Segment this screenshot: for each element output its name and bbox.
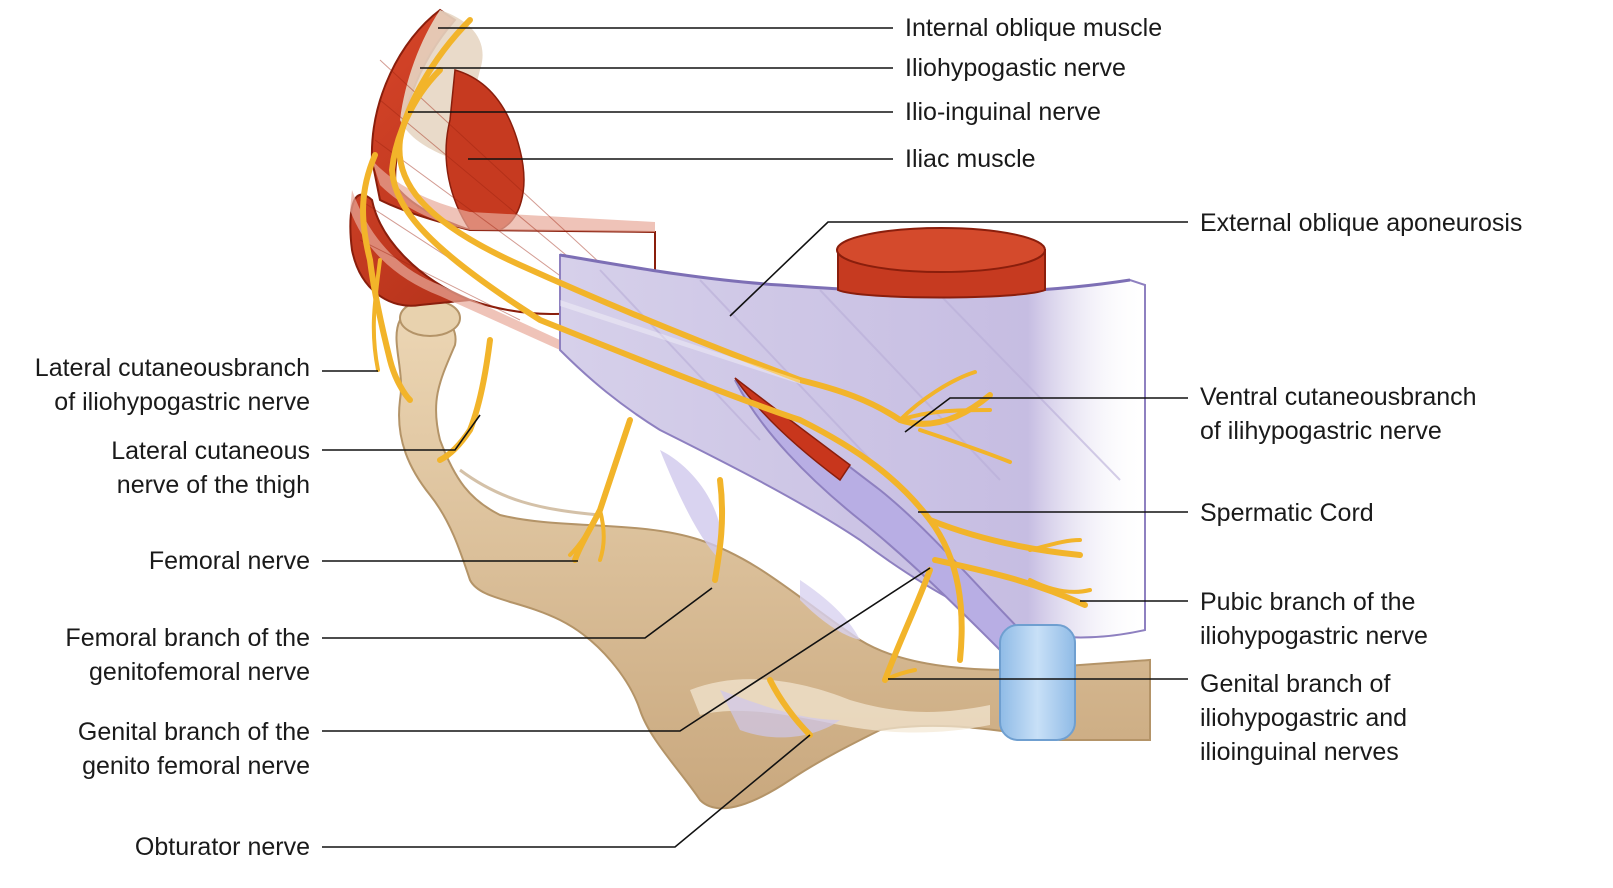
label-pubic-branch: Pubic branch of the iliohypogastric nerv…	[1200, 585, 1428, 653]
label-line: Femoral nerve	[148, 547, 310, 575]
label-line: Lateral cutaneous	[111, 437, 310, 465]
label-line: genito femoral nerve	[82, 752, 310, 780]
label-iliohypogastic-nerve: Iliohypogastic nerve	[905, 51, 1126, 85]
label-line: Genital branch of	[1200, 670, 1391, 698]
label-line: of iliohypogastric nerve	[54, 388, 310, 416]
label-line: genitofemoral nerve	[89, 658, 310, 686]
pelvic-bone	[395, 299, 1151, 810]
label-obturator-nerve: Obturator nerve	[135, 830, 310, 864]
label-line: Ilio-inguinal nerve	[905, 98, 1101, 126]
leader-lines	[322, 27, 1188, 848]
label-line: ilioinguinal nerves	[1200, 738, 1399, 766]
label-lateral-cutaneous-thigh: Lateral cutaneous nerve of the thigh	[111, 434, 310, 502]
label-ventral-cutaneous-branch: Ventral cutaneousbranch of ilihypogastri…	[1200, 380, 1477, 448]
label-lateral-cutaneous-branch: Lateral cutaneousbranch of iliohypogastr…	[35, 351, 310, 419]
label-line: Spermatic Cord	[1200, 499, 1374, 527]
label-femoral-branch-genitofemoral: Femoral branch of the genitofemoral nerv…	[65, 621, 310, 689]
label-line: Iliac muscle	[905, 145, 1036, 173]
label-line: iliohypogastric and	[1200, 704, 1408, 732]
label-iliac-muscle: Iliac muscle	[905, 142, 1036, 176]
label-line: nerve of the thigh	[116, 471, 310, 499]
label-line: External oblique aponeurosis	[1200, 209, 1523, 237]
label-genital-branch-iliohypogastric: Genital branch of iliohypogastric and il…	[1200, 667, 1407, 769]
label-internal-oblique-muscle: Internal oblique muscle	[905, 11, 1162, 45]
label-line: Genital branch of the	[77, 718, 310, 746]
rectus-muscle-cylinder	[836, 227, 1046, 299]
label-line: Iliohypogastic nerve	[905, 54, 1126, 82]
label-line: Pubic branch of the	[1200, 588, 1416, 616]
label-spermatic-cord: Spermatic Cord	[1200, 496, 1374, 530]
label-ilio-inguinal-nerve: Ilio-inguinal nerve	[905, 95, 1101, 129]
label-line: Obturator nerve	[134, 833, 310, 861]
label-line: iliohypogastric nerve	[1200, 622, 1428, 650]
label-external-oblique-aponeurosis: External oblique aponeurosis	[1200, 206, 1522, 240]
label-line: of ilihypogastric nerve	[1200, 417, 1442, 445]
label-line: Lateral cutaneousbranch	[34, 354, 310, 382]
muscle-band	[349, 8, 656, 350]
label-femoral-nerve: Femoral nerve	[149, 544, 310, 578]
label-line: Ventral cutaneousbranch	[1200, 383, 1477, 411]
label-line: Internal oblique muscle	[905, 14, 1163, 42]
nerves	[360, 17, 1092, 738]
label-line: Femoral branch of the	[65, 624, 310, 652]
pubic-cartilage	[999, 624, 1076, 741]
label-genital-branch-genitofemoral: Genital branch of the genito femoral ner…	[78, 715, 310, 783]
